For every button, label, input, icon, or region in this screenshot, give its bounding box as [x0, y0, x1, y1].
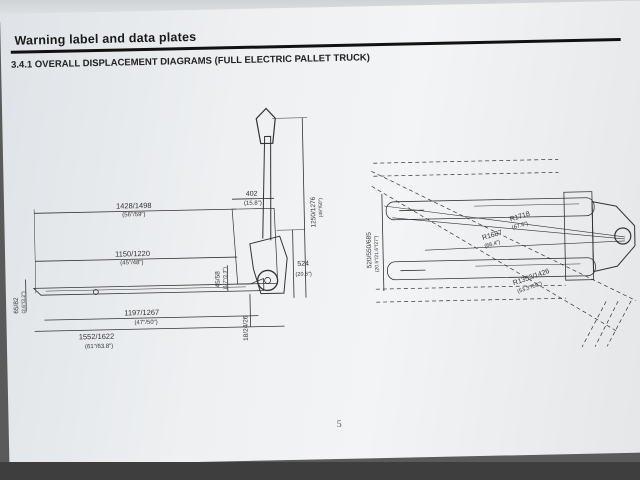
top-drive-head [591, 201, 636, 273]
top-wheel-icon [614, 227, 632, 245]
dim-1250: 1250/1276 [310, 196, 318, 227]
dim-524: 524 [297, 261, 309, 268]
dim-1428: 1428/1498 [116, 201, 152, 211]
top-fork-lower [387, 257, 596, 281]
dim-45: 45/58 [214, 271, 221, 288]
dim-524-in: (20.6") [295, 272, 312, 278]
dim-1428-in: (56"/59") [122, 212, 145, 218]
dim-1552-in: (61"/63.8") [85, 344, 113, 351]
dim-45-in: (1.7"/2.3") [222, 267, 228, 290]
dim-65-in: (2.6"/3.2") [21, 291, 27, 314]
dim-r1687: R1687 [481, 229, 503, 242]
dim-18: 18/24/26 [242, 315, 250, 341]
displacement-diagrams: 1428/1498 (56"/59") 402 (15.8") 1150/122… [13, 107, 637, 351]
dim-1197-in: (47"/50") [134, 320, 157, 326]
dim-402: 402 [246, 191, 258, 198]
dim-r1687-in: (66.4") [484, 239, 502, 249]
dim-402-in: (15.8") [244, 201, 262, 207]
dim-1150: 1150/1220 [115, 249, 150, 259]
dim-r1718-in: (67.6") [512, 221, 530, 231]
dim-1150-in: (45"/48") [120, 260, 143, 266]
dim-520: 520/550/685 [366, 232, 374, 269]
dim-1250-in: (49"/50") [318, 198, 324, 218]
dim-1197: 1197/1267 [124, 308, 159, 318]
tiller-arm [262, 135, 272, 241]
photo-background-bottom [0, 462, 640, 480]
dim-65: 65/82 [13, 297, 20, 314]
page-number: 5 [336, 418, 342, 431]
dim-1552: 1552/1622 [79, 332, 115, 342]
document-page: Warning label and data plates 3.4.1 OVER… [0, 0, 640, 466]
fork-outline [32, 277, 265, 296]
top-fork-upper [385, 197, 595, 221]
side-view-diagram [25, 107, 308, 332]
dim-r1718: R1718 [509, 211, 531, 224]
tiller-head [255, 107, 276, 145]
dim-520-in: (20.5"/21.6"/27") [374, 235, 381, 272]
load-wheel-icon [92, 289, 99, 295]
drive-wheel-icon [256, 269, 279, 292]
drive-unit [249, 235, 288, 295]
top-view-diagram [371, 158, 637, 348]
